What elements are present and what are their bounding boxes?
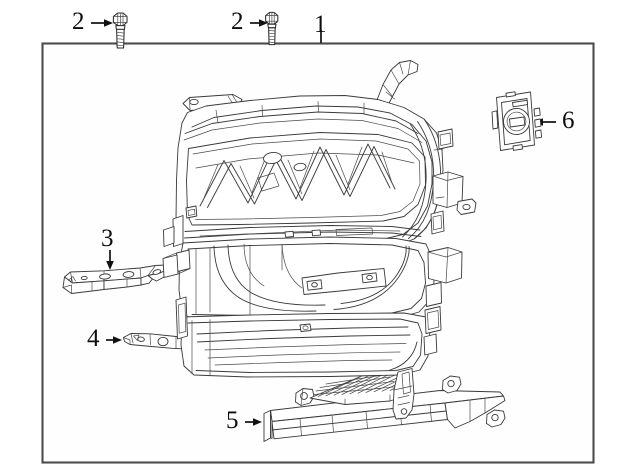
callout-label-2-right: 2 xyxy=(231,8,244,35)
bolt-left xyxy=(112,12,128,49)
part-1-headlamp-assembly xyxy=(162,60,477,420)
bolt-right xyxy=(265,11,279,46)
callout-label-6: 6 xyxy=(562,107,575,134)
part-3-upper-mounting-bracket xyxy=(62,264,169,294)
callout-5-leader xyxy=(245,418,262,426)
callout-label-1: 1 xyxy=(314,11,327,38)
callout-label-4: 4 xyxy=(87,325,100,352)
callout-2-left-leader xyxy=(91,19,113,27)
callout-label-2-left: 2 xyxy=(72,8,85,35)
lens-chevron-pattern xyxy=(195,143,415,208)
callout-label-3: 3 xyxy=(101,225,114,252)
callout-4-leader xyxy=(106,336,122,344)
part-6-bulb-access-cover xyxy=(491,91,543,151)
callout-label-5: 5 xyxy=(226,407,239,434)
callout-2-right-leader xyxy=(250,19,268,27)
callout-3-leader xyxy=(106,250,114,270)
